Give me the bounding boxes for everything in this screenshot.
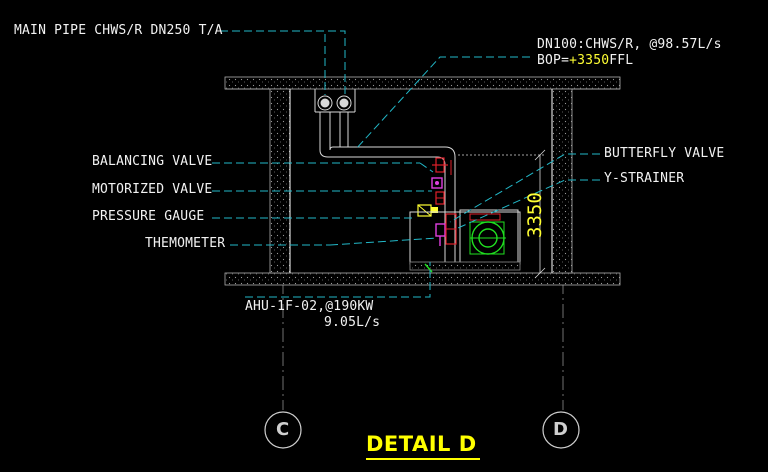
grid-label-c: C (276, 419, 290, 440)
branch-pipe (319, 112, 456, 262)
label-balancing-valve: BALANCING VALVE (92, 154, 213, 169)
main-pipes (314, 89, 356, 113)
floor-slab (224, 272, 621, 286)
leader-lines (212, 30, 600, 298)
grid-bubbles (264, 411, 580, 449)
label-pressure-gauge: PRESSURE GAUGE (92, 209, 205, 224)
label-bop-prefix: BOP= (537, 53, 570, 68)
roof-slab (224, 76, 621, 90)
grid-lines (282, 88, 564, 410)
label-bop-value: +3350 (569, 53, 610, 68)
label-branch-bop: BOP=+3350FFL (537, 54, 633, 68)
label-motorized-valve: MOTORIZED VALVE (92, 182, 213, 197)
label-branch-flow: DN100:CHWS/R, @98.57L/s (537, 37, 722, 52)
label-butterfly-valve: BUTTERFLY VALVE (604, 146, 725, 161)
grid-label-d: D (553, 419, 568, 440)
dimension-3350 (458, 149, 546, 279)
label-bop-suffix: FFL (609, 53, 634, 68)
dimension-label: 3350 (524, 192, 546, 238)
column-left (269, 88, 291, 274)
label-main-pipe: MAIN PIPE CHWS/R DN250 T/A (14, 23, 223, 38)
label-ahu-flow: 9.05L/s (324, 315, 381, 330)
label-y-strainer: Y-STRAINER (604, 171, 685, 186)
label-ahu-id: AHU-1F-02,@190KW (245, 299, 374, 314)
valve-stack (417, 157, 457, 246)
detail-title-underline (366, 458, 480, 460)
ahu-unit (409, 209, 521, 273)
detail-title: DETAIL D (366, 432, 477, 456)
label-thermometer: THEMOMETER (145, 236, 226, 251)
